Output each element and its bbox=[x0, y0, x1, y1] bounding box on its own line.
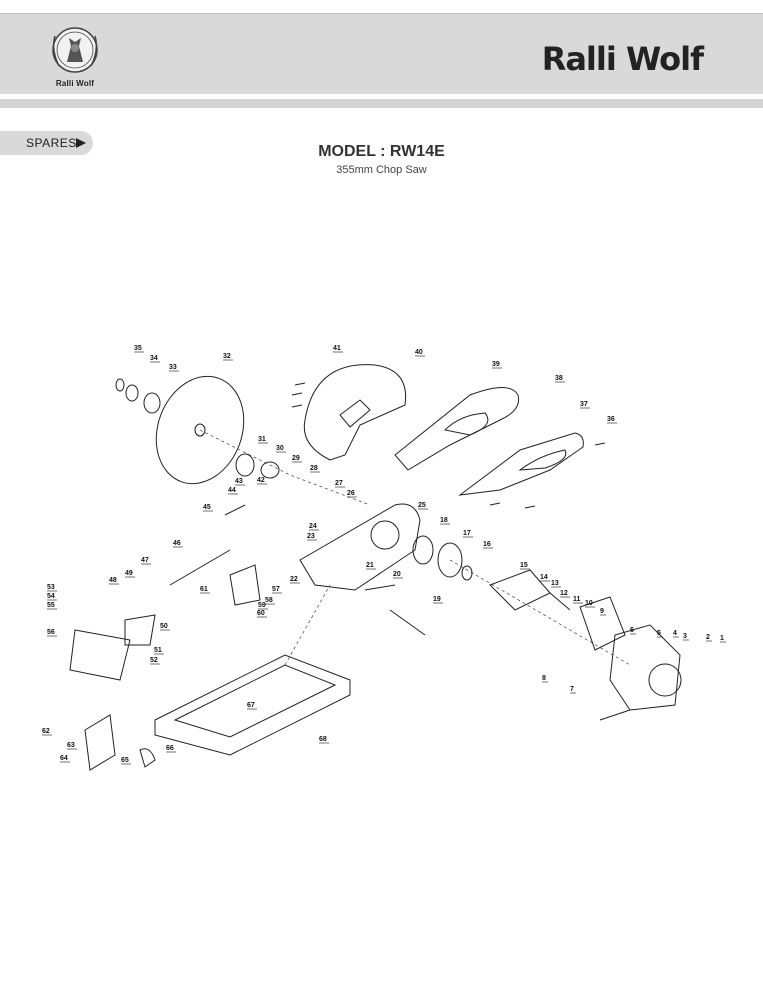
callout-24: 24 bbox=[309, 523, 317, 530]
callout-43: 43 bbox=[235, 478, 243, 485]
callout-47: 47 bbox=[141, 557, 149, 564]
logo-caption: Ralli Wolf bbox=[55, 79, 95, 88]
callout-30: 30 bbox=[276, 445, 284, 452]
callout-51: 51 bbox=[154, 647, 162, 654]
callout-36: 36 bbox=[607, 416, 615, 423]
callout-26: 26 bbox=[347, 490, 355, 497]
callout-31: 31 bbox=[258, 436, 266, 443]
callout-44: 44 bbox=[228, 487, 236, 494]
brand-logo-badge: Ralli Wolf bbox=[45, 22, 105, 92]
callout-2: 2 bbox=[706, 634, 710, 641]
callout-63: 63 bbox=[67, 742, 75, 749]
callout-7: 7 bbox=[570, 686, 574, 693]
callout-38: 38 bbox=[555, 375, 563, 382]
callout-58: 58 bbox=[265, 597, 273, 604]
callout-37: 37 bbox=[580, 401, 588, 408]
model-title: MODEL : RW14E bbox=[318, 143, 445, 160]
callout-18: 18 bbox=[440, 517, 448, 524]
callout-68: 68 bbox=[319, 736, 327, 743]
callout-67: 67 bbox=[247, 702, 255, 709]
callout-57: 57 bbox=[272, 586, 280, 593]
callout-28: 28 bbox=[310, 465, 318, 472]
callout-55: 55 bbox=[47, 602, 55, 609]
callout-17: 17 bbox=[463, 530, 471, 537]
callout-32: 32 bbox=[223, 353, 231, 360]
callout-8: 8 bbox=[542, 675, 546, 682]
callout-27: 27 bbox=[335, 480, 343, 487]
callout-64: 64 bbox=[60, 755, 68, 762]
callout-25: 25 bbox=[418, 502, 426, 509]
callout-40: 40 bbox=[415, 349, 423, 356]
brand-wordmark: Ralli Wolf bbox=[541, 40, 704, 78]
callout-46: 46 bbox=[173, 540, 181, 547]
exploded-view-drawing: 1234567891011121314151617181920212223242… bbox=[42, 345, 726, 771]
callout-11: 11 bbox=[573, 596, 581, 603]
callout-9: 9 bbox=[600, 608, 604, 615]
callout-22: 22 bbox=[290, 576, 298, 583]
callout-33: 33 bbox=[169, 364, 177, 371]
model-subtitle: 355mm Chop Saw bbox=[336, 164, 427, 176]
callout-60: 60 bbox=[257, 610, 265, 617]
callout-23: 23 bbox=[307, 533, 315, 540]
callout-48: 48 bbox=[109, 577, 117, 584]
callout-5: 5 bbox=[657, 630, 661, 637]
callout-4: 4 bbox=[673, 630, 677, 637]
callout-12: 12 bbox=[560, 590, 568, 597]
callout-39: 39 bbox=[492, 361, 500, 368]
callout-numbers: 1234567891011121314151617181920212223242… bbox=[42, 345, 726, 765]
header-band bbox=[0, 13, 763, 94]
callout-19: 19 bbox=[433, 596, 441, 603]
callout-15: 15 bbox=[520, 562, 528, 569]
callout-6: 6 bbox=[630, 627, 634, 634]
callout-52: 52 bbox=[150, 657, 158, 664]
callout-16: 16 bbox=[483, 541, 491, 548]
callout-61: 61 bbox=[200, 586, 208, 593]
callout-56: 56 bbox=[47, 629, 55, 636]
play-arrow-icon bbox=[76, 138, 86, 148]
callout-10: 10 bbox=[585, 600, 593, 607]
callout-35: 35 bbox=[134, 345, 142, 352]
callout-41: 41 bbox=[333, 345, 341, 352]
wolf-emblem-icon bbox=[52, 27, 98, 73]
callout-14: 14 bbox=[540, 574, 548, 581]
spares-tab[interactable]: SPARES bbox=[0, 131, 93, 155]
callout-21: 21 bbox=[366, 562, 374, 569]
callout-49: 49 bbox=[125, 570, 133, 577]
callout-62: 62 bbox=[42, 728, 50, 735]
callout-54: 54 bbox=[47, 593, 55, 600]
header-divider-stripe bbox=[0, 99, 763, 108]
callout-34: 34 bbox=[150, 355, 158, 362]
callout-53: 53 bbox=[47, 584, 55, 591]
callout-59: 59 bbox=[258, 602, 266, 609]
callout-66: 66 bbox=[166, 745, 174, 752]
callout-20: 20 bbox=[393, 571, 401, 578]
spares-label: SPARES bbox=[26, 136, 77, 150]
callout-3: 3 bbox=[683, 633, 687, 640]
callout-42: 42 bbox=[257, 477, 265, 484]
callout-65: 65 bbox=[121, 757, 129, 764]
callout-29: 29 bbox=[292, 455, 300, 462]
callout-1: 1 bbox=[720, 635, 724, 642]
blade-drawing bbox=[155, 375, 245, 485]
callout-13: 13 bbox=[551, 580, 559, 587]
callout-45: 45 bbox=[203, 504, 211, 511]
callout-50: 50 bbox=[160, 623, 168, 630]
